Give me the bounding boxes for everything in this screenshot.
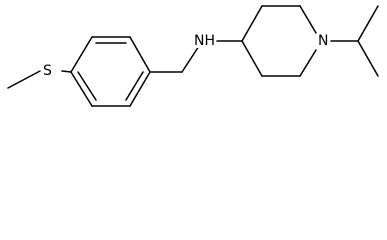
bond-isopropyl-methyl-1 <box>357 5 379 42</box>
piperidine-bond-1 <box>241 5 263 42</box>
chemical-structure: S NH N <box>0 0 387 111</box>
sulfur-atom-label: S <box>42 63 53 79</box>
bond-methyl-s <box>7 70 41 89</box>
benzene-bond-1 <box>70 36 93 73</box>
piperidine-bond-3 <box>299 5 317 34</box>
benzene-double-bond-3 <box>77 71 97 101</box>
benzene-bond-3 <box>129 36 151 73</box>
bond-s-ring <box>61 70 72 73</box>
benzene-bond-4 <box>129 71 151 107</box>
benzene-double-bond-2 <box>125 71 144 101</box>
bond-isopropyl-methyl-2 <box>357 40 379 77</box>
piperidine-nitrogen-label: N <box>317 33 330 49</box>
amine-nh-label: NH <box>193 33 216 49</box>
piperidine-bond-6 <box>241 40 263 77</box>
piperidine-bond-4 <box>299 49 317 77</box>
skeletal-formula <box>7 5 379 107</box>
bond-ch2-nh <box>181 45 200 73</box>
benzene-bond-6 <box>70 71 93 107</box>
